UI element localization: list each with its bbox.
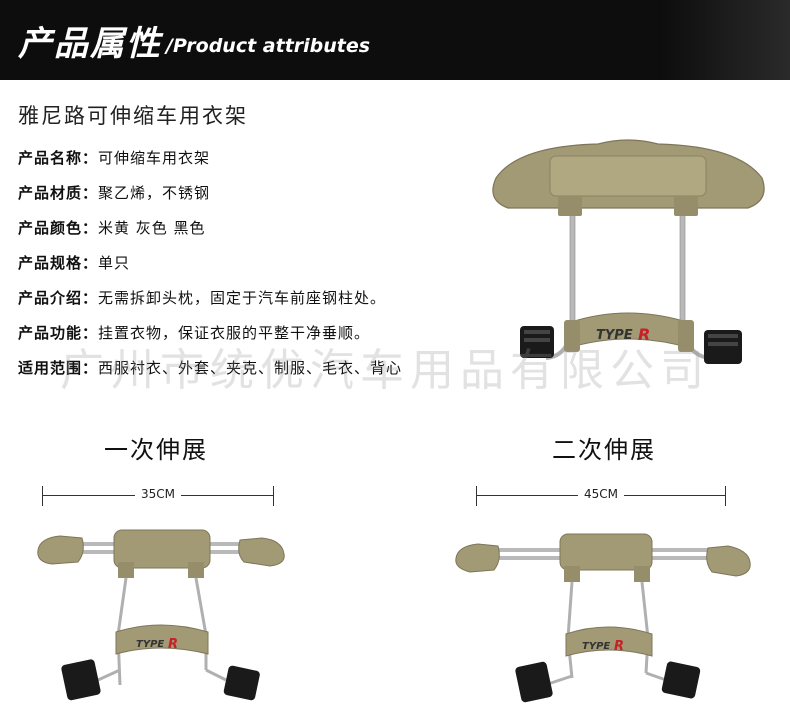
attribute-row-intro: 产品介绍： 无需拆卸头枕，固定于汽车前座钢柱处。	[18, 280, 538, 315]
attribute-value: 聚乙烯，不锈钢	[98, 184, 211, 202]
header-shine	[660, 0, 790, 80]
second-extension-title: 二次伸展	[552, 436, 656, 464]
hanger-main-image: TYPE R	[492, 139, 765, 364]
product-title: 雅尼路可伸缩车用衣架	[18, 104, 248, 128]
attribute-label: 产品介绍：	[18, 289, 99, 307]
attribute-label: 产品名称：	[18, 149, 99, 167]
dimension-cap-left	[42, 486, 43, 506]
header-banner: 产品属性 /Product attributes	[0, 0, 790, 80]
header-title-cn: 产品属性	[18, 23, 162, 64]
dimension-cap-right	[273, 486, 274, 506]
attribute-list: 产品名称： 可伸缩车用衣架 产品材质： 聚乙烯，不锈钢 产品颜色： 米黄 灰色 …	[18, 140, 538, 385]
attribute-value: 西服衬衣、外套、夹克、制服、毛衣、背心	[98, 359, 403, 377]
first-extension-dimension: 35CM	[42, 486, 274, 506]
dimension-cap-left	[476, 486, 477, 506]
dimension-label: 45CM	[577, 487, 625, 501]
attribute-row-material: 产品材质： 聚乙烯，不锈钢	[18, 175, 538, 210]
attribute-row-spec: 产品规格： 单只	[18, 245, 538, 280]
attribute-value: 可伸缩车用衣架	[98, 149, 211, 167]
header-title-en: /Product attributes	[166, 35, 371, 57]
first-extension-title: 一次伸展	[104, 436, 208, 464]
attribute-row-function: 产品功能： 挂置衣物，保证衣服的平整干净垂顺。	[18, 315, 538, 350]
svg-text:TYPE: TYPE	[596, 328, 633, 343]
hanger-second-extension-image: TYPE R	[455, 533, 751, 703]
attribute-label: 产品材质：	[18, 184, 99, 202]
dimension-label: 35CM	[134, 487, 182, 501]
attribute-value: 单只	[98, 254, 131, 272]
svg-text:TYPE: TYPE	[136, 639, 164, 650]
attribute-label: 产品颜色：	[18, 219, 99, 237]
attribute-value: 挂置衣物，保证衣服的平整干净垂顺。	[98, 324, 371, 342]
hanger-first-extension-image: TYPE R	[37, 529, 285, 701]
attribute-label: 产品功能：	[18, 324, 99, 342]
attribute-label: 适用范围：	[18, 359, 99, 377]
attribute-value: 无需拆卸头枕，固定于汽车前座钢柱处。	[98, 289, 387, 307]
attribute-row-name: 产品名称： 可伸缩车用衣架	[18, 140, 538, 175]
svg-text:R: R	[638, 325, 650, 344]
svg-text:R: R	[168, 637, 178, 652]
dimension-cap-right	[725, 486, 726, 506]
attribute-row-color: 产品颜色： 米黄 灰色 黑色	[18, 210, 538, 245]
second-extension-dimension: 45CM	[476, 486, 726, 506]
attribute-label: 产品规格：	[18, 254, 99, 272]
attribute-value: 米黄 灰色 黑色	[98, 219, 206, 237]
svg-text:TYPE: TYPE	[582, 641, 610, 652]
attribute-row-scope: 适用范围： 西服衬衣、外套、夹克、制服、毛衣、背心	[18, 350, 538, 385]
svg-text:R: R	[614, 639, 624, 654]
